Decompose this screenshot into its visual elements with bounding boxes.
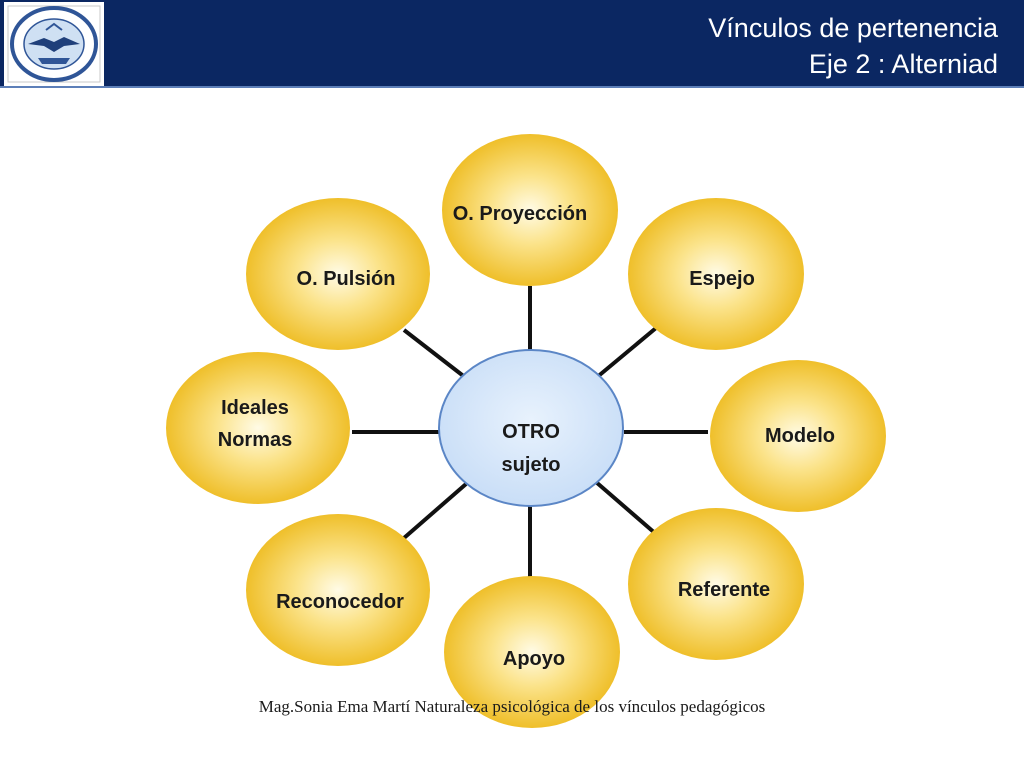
bubble-reconocedor: Reconocedor bbox=[246, 514, 430, 666]
bubble-label: Espejo bbox=[689, 268, 755, 290]
bubble-label: Normas bbox=[218, 429, 292, 451]
bubble-modelo: Modelo bbox=[710, 360, 886, 512]
slide-title: Vínculos de pertenencia bbox=[708, 13, 998, 43]
university-logo bbox=[4, 2, 104, 86]
footer-credit: Mag.Sonia Ema Martí Naturaleza psicológi… bbox=[258, 697, 766, 716]
university-seal-icon bbox=[7, 5, 101, 83]
bubble-ideales-normas: Ideales Normas bbox=[166, 352, 350, 504]
connector-line bbox=[594, 326, 658, 380]
center-node-otro: OTRO sujeto bbox=[438, 349, 624, 507]
center-label-otro: OTRO bbox=[502, 421, 560, 443]
bubble-label: Referente bbox=[678, 579, 770, 601]
slide-subtitle: Eje 2 : Alterniad bbox=[808, 49, 998, 79]
connector-line bbox=[402, 482, 468, 540]
bubble-apoyo: Apoyo bbox=[444, 576, 620, 728]
bubble-label: Apoyo bbox=[503, 648, 565, 670]
center-label-sujeto: sujeto bbox=[502, 454, 561, 476]
connector-line bbox=[594, 480, 658, 536]
bubble-espejo: Espejo bbox=[628, 198, 804, 350]
bubble-label: Ideales bbox=[221, 397, 289, 419]
bubble-label: Reconocedor bbox=[276, 591, 404, 613]
bubble-label: O. Pulsión bbox=[297, 268, 396, 290]
bubble-label: O. Proyección bbox=[453, 203, 588, 225]
connector-lines bbox=[352, 286, 708, 578]
slide-header: Vínculos de pertenencia Eje 2 : Alternia… bbox=[0, 0, 1024, 88]
bubble-label: Modelo bbox=[765, 425, 835, 447]
bubble-referente: Referente bbox=[628, 508, 804, 660]
bubble-o-pulsion: O. Pulsión bbox=[246, 198, 430, 350]
connector-line bbox=[402, 328, 468, 380]
bubble-o-proyeccion: O. Proyección bbox=[442, 134, 618, 286]
